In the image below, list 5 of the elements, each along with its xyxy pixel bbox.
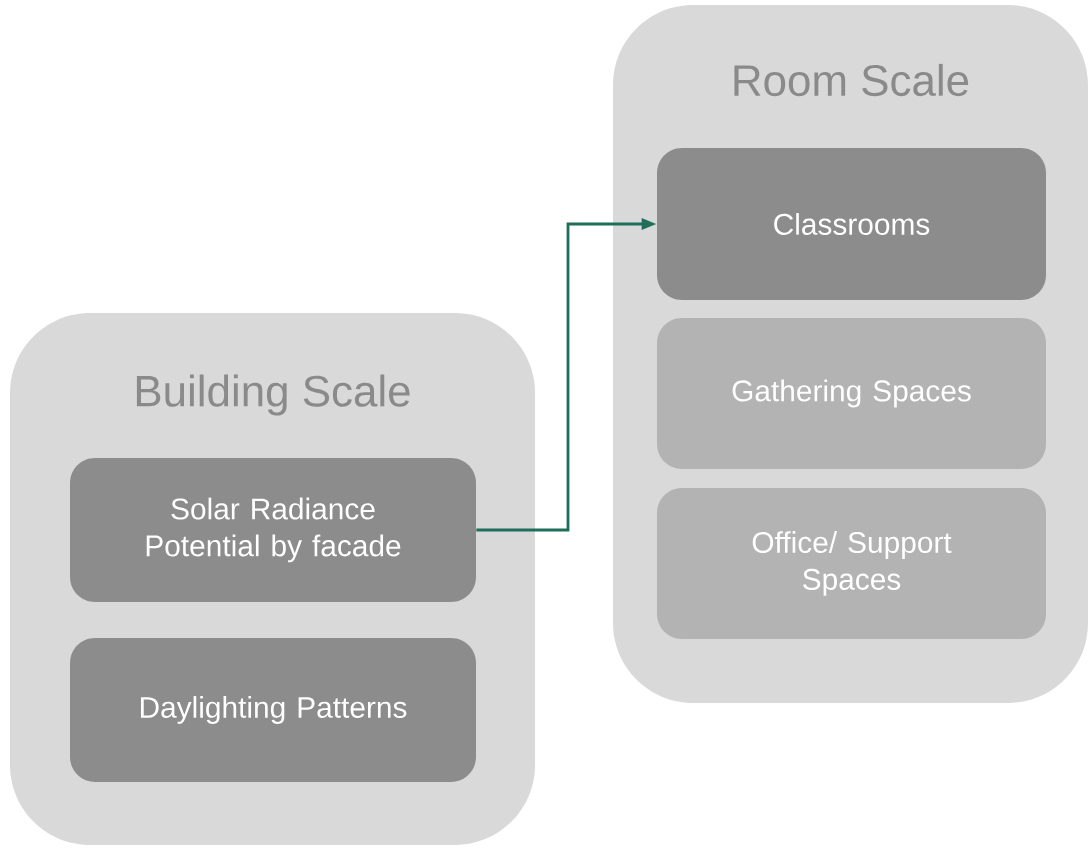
process-box: Solar Radiance Potential by facade [70, 458, 476, 602]
process-box: Daylighting Patterns [70, 638, 476, 782]
process-box: Office/ Support Spaces [657, 488, 1046, 639]
process-box: Classrooms [657, 148, 1046, 300]
process-box: Gathering Spaces [657, 318, 1046, 469]
